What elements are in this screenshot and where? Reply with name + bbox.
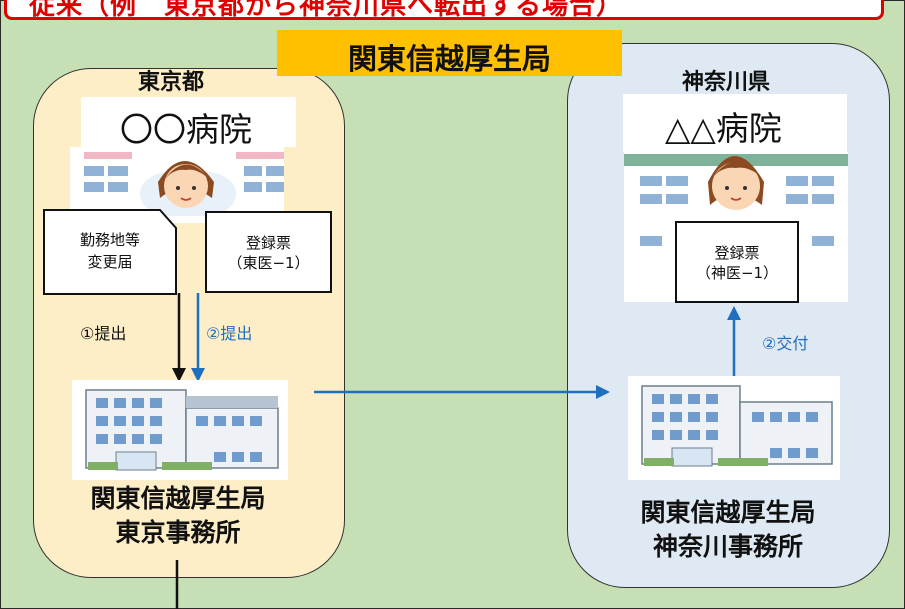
- step1-submit-label: ①提出: [80, 324, 127, 343]
- kanagawa-hospital-name-card: △△病院: [623, 94, 847, 152]
- change-notice-line1: 勤務地等: [79, 231, 140, 249]
- tokyo-registration-line1: 登録票: [245, 234, 291, 252]
- diagram-title: 関東信越厚生局: [347, 42, 551, 76]
- tokyo-office-name-line1: 関東信越厚生局: [90, 484, 266, 513]
- tokyo-registration-doc: 登録票 （東医−1）: [205, 211, 332, 293]
- tokyo-hospital-name: 〇〇病院: [120, 110, 252, 149]
- step2-issue-label: ②交付: [762, 334, 809, 353]
- tokyo-office-name-line2: 東京事務所: [115, 518, 241, 547]
- change-notice-doc: 勤務地等 変更届: [44, 210, 176, 294]
- change-notice-line2: 変更届: [87, 253, 133, 271]
- tokyo-registration-line2: （東医−1）: [227, 254, 310, 272]
- kanagawa-hospital-name: △△病院: [665, 109, 782, 148]
- step2-submit-label: ②提出: [206, 324, 253, 343]
- kanagawa-office-name: 関東信越厚生局 神奈川事務所: [602, 496, 854, 576]
- kanagawa-registration-line1: 登録票: [714, 244, 760, 262]
- tokyo-hospital-name-card: 〇〇病院: [81, 97, 296, 149]
- kanagawa-registration-line2: （神医−1）: [695, 264, 779, 282]
- tokyo-office-name: 関東信越厚生局 東京事務所: [72, 482, 284, 562]
- tokyo-region-label: 東京都: [138, 70, 205, 95]
- kanagawa-office-name-line2: 神奈川事務所: [652, 532, 803, 561]
- example-banner: 従来（例 東京都から神奈川県へ転出する場合）: [4, 0, 884, 21]
- kanagawa-region-label: 神奈川県: [682, 70, 771, 95]
- example-banner-text: 従来（例 東京都から神奈川県へ転出する場合）: [29, 0, 624, 21]
- kanagawa-registration-doc: 登録票 （神医−1）: [675, 221, 799, 303]
- kanagawa-office-name-line1: 関東信越厚生局: [640, 498, 816, 527]
- title-box: 関東信越厚生局: [277, 30, 622, 76]
